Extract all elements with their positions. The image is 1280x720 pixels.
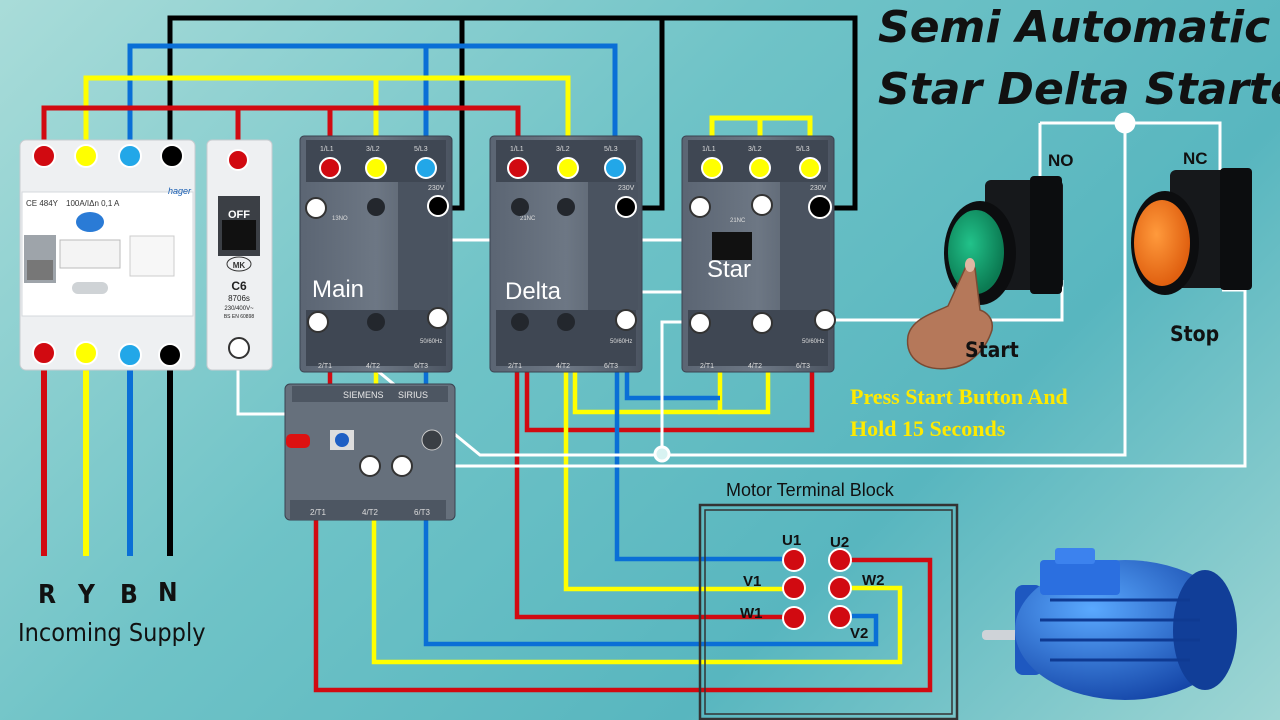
terminal-v2: V2 bbox=[850, 625, 868, 642]
stop-button[interactable] bbox=[1131, 168, 1252, 295]
overload-relay: SIEMENS SIRIUS 2/T1 4/T2 6/T3 bbox=[284, 383, 456, 521]
pointing-hand-icon bbox=[906, 258, 994, 370]
svg-text:6/T3: 6/T3 bbox=[796, 363, 810, 370]
svg-text:1/L1: 1/L1 bbox=[510, 146, 524, 153]
star-contactor-label: Star bbox=[707, 256, 752, 283]
svg-text:4/T2: 4/T2 bbox=[366, 363, 380, 370]
overload-brand: SIEMENS bbox=[343, 390, 384, 400]
title-line-1: Semi Automatic bbox=[878, 2, 1271, 53]
contactor-delta: 1/L1 3/L2 5/L3 230V 21NC 50/60Hz 2/T1 4/… bbox=[489, 135, 643, 373]
svg-text:1/L1: 1/L1 bbox=[320, 146, 334, 153]
main-contactor-label: Main bbox=[312, 276, 365, 303]
instruction-line-2: Hold 15 Seconds bbox=[850, 416, 1006, 441]
incoming-supply-caption: Incoming Supply bbox=[18, 618, 206, 647]
motor-icon bbox=[982, 548, 1237, 700]
wire-neutral-top bbox=[167, 15, 465, 208]
terminal-w2: W2 bbox=[862, 572, 885, 589]
terminal-v1: V1 bbox=[743, 573, 761, 590]
svg-text:6/T3: 6/T3 bbox=[414, 363, 428, 370]
svg-text:50/60Hz: 50/60Hz bbox=[802, 339, 824, 345]
svg-text:4/T2: 4/T2 bbox=[748, 363, 762, 370]
nc-label: NC bbox=[1183, 149, 1208, 168]
mcb-device: OFF MK C6 8706s 230/400V~ BS EN 60898 bbox=[206, 139, 273, 371]
svg-text:6/T3: 6/T3 bbox=[604, 363, 618, 370]
mcb-rating: C6 bbox=[231, 279, 247, 293]
overload-series: SIRIUS bbox=[398, 390, 428, 400]
rccb-device: CE 484Y 100A/IΔn 0,1 A hager bbox=[19, 139, 196, 371]
mcb-voltage: 230/400V~ bbox=[224, 306, 254, 312]
svg-text:50/60Hz: 50/60Hz bbox=[610, 339, 632, 345]
terminal-u2: U2 bbox=[830, 534, 849, 551]
svg-text:2/T1: 2/T1 bbox=[700, 363, 714, 370]
wire-neutral-top-3 bbox=[662, 15, 858, 211]
terminal-w1: W1 bbox=[740, 605, 763, 622]
motor-terminal-block bbox=[698, 503, 959, 720]
svg-text:5/L3: 5/L3 bbox=[604, 146, 618, 153]
svg-text:230V: 230V bbox=[810, 185, 827, 192]
svg-text:3/L2: 3/L2 bbox=[748, 146, 762, 153]
svg-text:3/L2: 3/L2 bbox=[366, 146, 380, 153]
svg-text:2/T1: 2/T1 bbox=[310, 508, 327, 517]
svg-text:1/L1: 1/L1 bbox=[702, 146, 716, 153]
start-label: Start bbox=[965, 338, 1019, 362]
delta-contactor-label: Delta bbox=[505, 278, 562, 305]
svg-text:2/T1: 2/T1 bbox=[508, 363, 522, 370]
wire-neutral-top-2 bbox=[462, 15, 665, 211]
rccb-brand: hager bbox=[168, 186, 192, 196]
svg-text:21NC: 21NC bbox=[730, 218, 746, 224]
rccb-rating: 100A/IΔn 0,1 A bbox=[66, 199, 120, 208]
stop-label: Stop bbox=[1170, 322, 1220, 346]
mcb-brand: MK bbox=[233, 261, 246, 270]
svg-text:50/60Hz: 50/60Hz bbox=[420, 339, 442, 345]
title-line-2: Star Delta Starter bbox=[878, 64, 1280, 115]
svg-text:4/T2: 4/T2 bbox=[556, 363, 570, 370]
svg-text:2/T1: 2/T1 bbox=[318, 363, 332, 370]
wire-yellow-top bbox=[83, 75, 571, 168]
instruction-line-1: Press Start Button And bbox=[850, 384, 1068, 409]
no-label: NO bbox=[1048, 151, 1074, 170]
svg-text:230V: 230V bbox=[618, 185, 635, 192]
phase-y: Y bbox=[78, 580, 95, 610]
terminal-u1: U1 bbox=[782, 532, 801, 549]
phase-n: N bbox=[158, 578, 178, 608]
mcb-state: OFF bbox=[228, 209, 250, 221]
terminal-block-title: Motor Terminal Block bbox=[726, 480, 894, 500]
wire-blue-top bbox=[127, 43, 618, 168]
svg-text:5/L3: 5/L3 bbox=[414, 146, 428, 153]
svg-text:5/L3: 5/L3 bbox=[796, 146, 810, 153]
svg-text:3/L2: 3/L2 bbox=[556, 146, 570, 153]
mcb-model: 8706s bbox=[228, 294, 250, 303]
svg-text:13NO: 13NO bbox=[332, 216, 348, 222]
svg-text:4/T2: 4/T2 bbox=[362, 508, 379, 517]
svg-text:6/T3: 6/T3 bbox=[414, 508, 431, 517]
mcb-standard: BS EN 60898 bbox=[224, 314, 255, 320]
svg-text:230V: 230V bbox=[428, 185, 445, 192]
phase-b: B bbox=[120, 580, 138, 610]
phase-r: R bbox=[38, 580, 57, 610]
rccb-model: CE 484Y bbox=[26, 199, 59, 208]
svg-text:21NC: 21NC bbox=[520, 216, 536, 222]
